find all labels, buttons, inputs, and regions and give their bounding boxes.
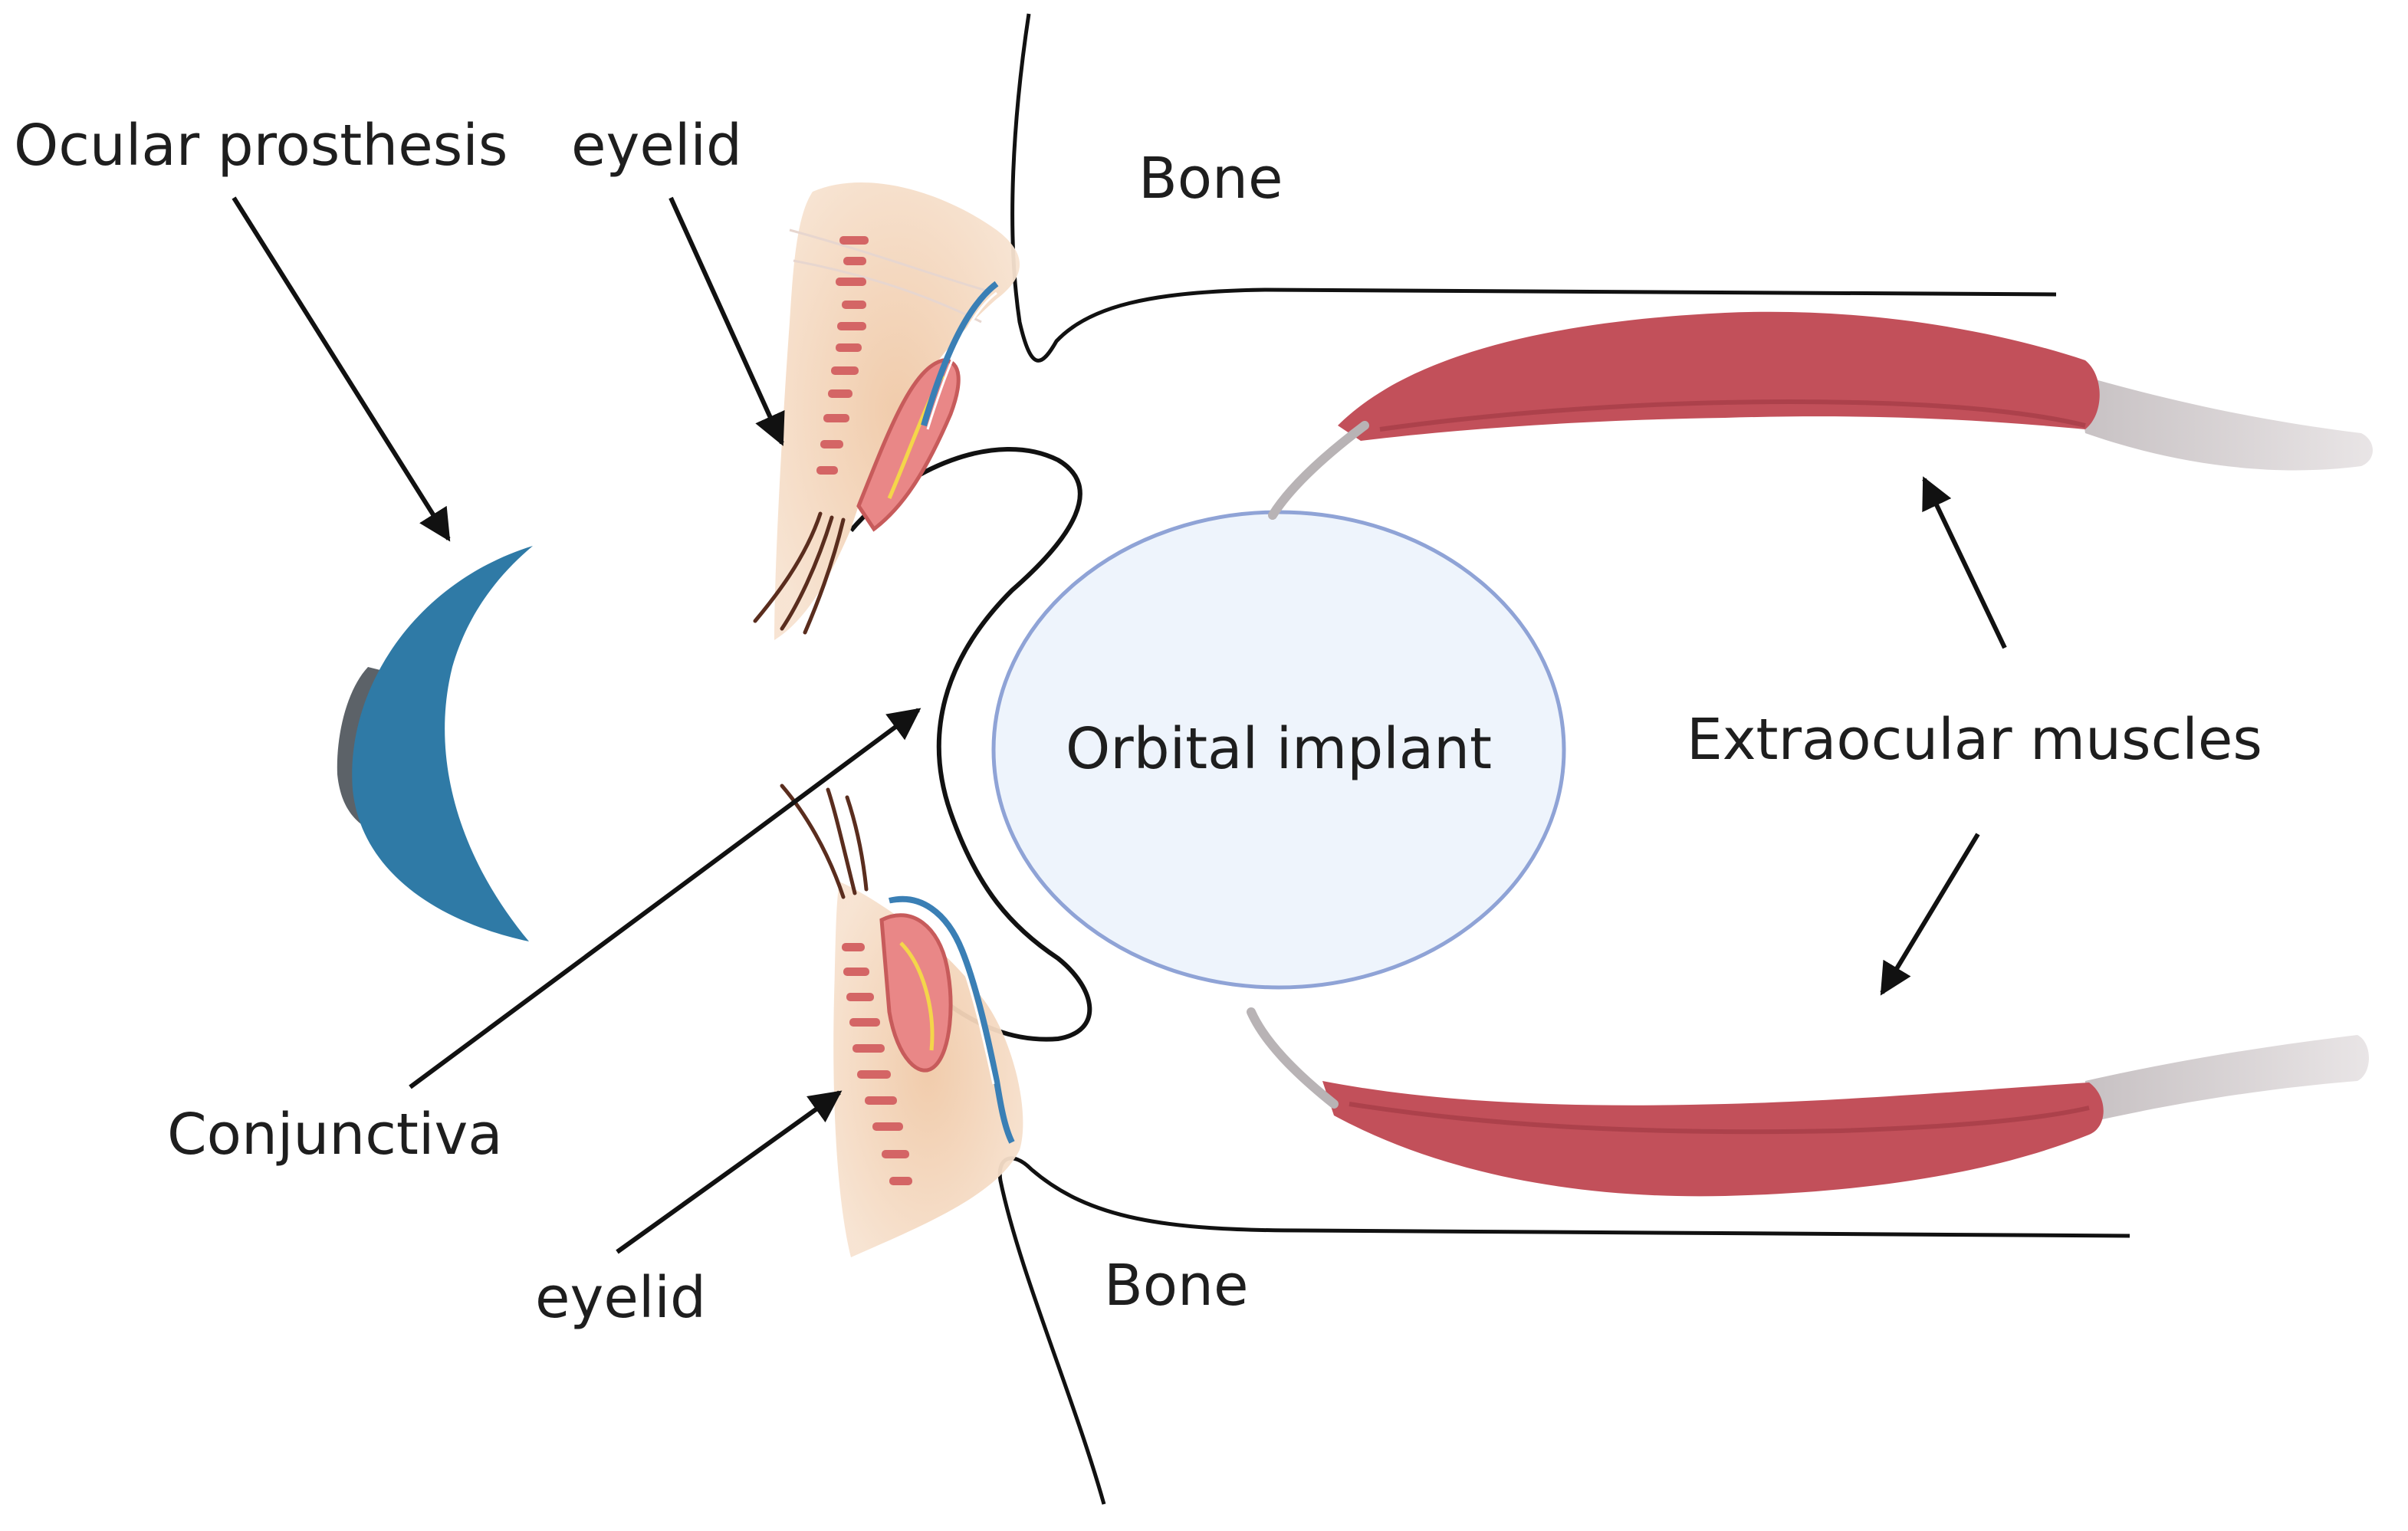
eyelid-lower-illustration xyxy=(780,784,1023,1257)
label-bone-lower: Bone xyxy=(1104,1253,1248,1319)
label-eyelid-upper: eyelid xyxy=(571,113,742,179)
label-orbital-implant: Orbital implant xyxy=(1066,716,1492,782)
lower-extraocular-muscle xyxy=(1247,1007,2369,1197)
label-ocular-prosthesis: Ocular prosthesis xyxy=(14,113,508,179)
arrow-extraocular-upper xyxy=(1922,476,2007,649)
arrow-eyelid-upper xyxy=(669,196,785,446)
label-conjunctiva: Conjunctiva xyxy=(167,1102,503,1168)
label-eyelid-lower: eyelid xyxy=(535,1265,706,1331)
bone-lower-outline xyxy=(997,1156,2130,1505)
arrow-conjunctiva xyxy=(409,708,921,1089)
arrow-ocular-prosthesis xyxy=(232,196,451,542)
conjunctiva-line xyxy=(849,447,1092,1042)
eyelid-upper-illustration xyxy=(753,182,1020,640)
label-extraocular-muscles: Extraocular muscles xyxy=(1687,707,2262,773)
upper-extraocular-muscle xyxy=(1268,311,2373,520)
ocular-prosthesis-illustration xyxy=(337,546,533,941)
arrow-eyelid-lower xyxy=(616,1090,843,1254)
label-bone-upper: Bone xyxy=(1138,146,1283,212)
bone-upper-outline xyxy=(1010,13,2057,363)
arrow-extraocular-lower xyxy=(1880,833,1980,996)
